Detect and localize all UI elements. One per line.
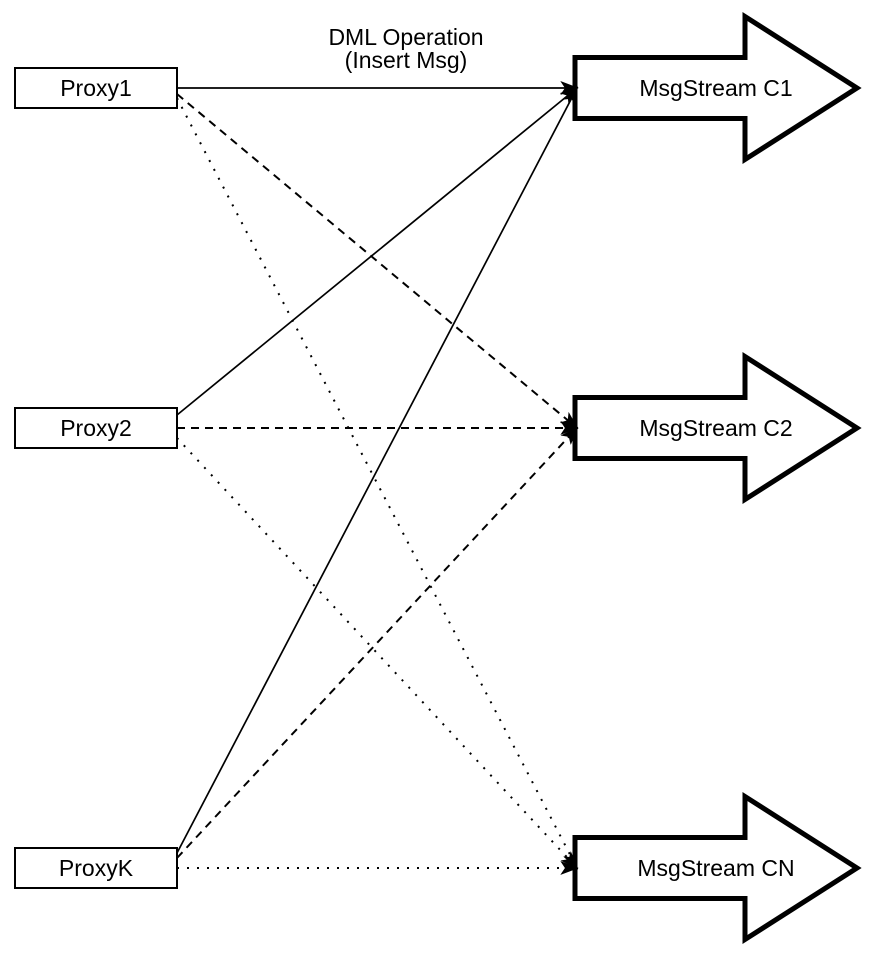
node-proxy2: Proxy2 [14,407,178,449]
proxyk-label: ProxyK [59,855,134,881]
edge-proxyk-to-msgstream-c1 [176,88,577,854]
node-msgstream-c1: MsgStream C1 [572,11,862,165]
node-proxyk: ProxyK [14,847,178,889]
msgstream-cn-arrow-shape [572,791,862,945]
edge-proxy2-to-msgstream-c1 [176,88,577,416]
edge-proxyk-to-msgstream-c2 [176,428,577,859]
msgstream-c2-arrow-shape [572,351,862,505]
edges [176,88,578,868]
edge-proxy1-to-msgstream-cn [176,97,578,868]
node-msgstream-cn: MsgStream CN [572,791,862,945]
msgstream-c2-label: MsgStream C2 [639,415,792,441]
node-msgstream-c2: MsgStream C2 [572,351,862,505]
proxy2-box [14,407,178,449]
diagram-title-line2: (Insert Msg) [345,47,468,73]
proxy1-label: Proxy1 [60,75,132,101]
proxy2-label: Proxy2 [60,415,132,441]
msgstream-c1-arrow-shape [572,11,862,165]
diagram-title-line1: DML Operation [328,24,483,50]
edge-proxy2-to-msgstream-cn [176,437,577,868]
msgstream-c1-label: MsgStream C1 [639,75,792,101]
edge-proxy1-to-msgstream-c2 [176,93,577,428]
node-proxy1: Proxy1 [14,67,178,109]
msgstream-cn-label: MsgStream CN [637,855,794,881]
proxyk-box [14,847,178,889]
